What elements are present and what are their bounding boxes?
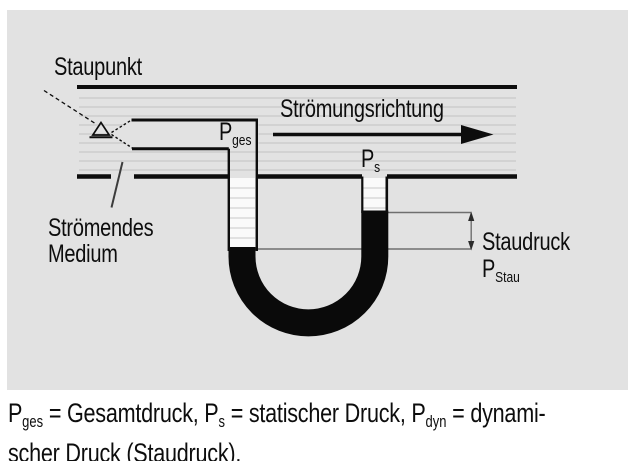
channel-walls [77,85,517,179]
figure-caption: Pges = Gesamtdruck, Ps = statischer Druc… [8,398,546,461]
dimension-arrow-down-icon [468,241,475,251]
stroemendes-line: Strömendes [48,214,154,242]
label-stroemendes-medium: Strömendes Medium [48,214,154,268]
p-s-sub: s [374,158,381,176]
label-stroemungsrichtung: Strömungsrichtung [280,95,444,123]
p-stau-base: P [482,255,496,283]
label-staudruck: Staudruck PStau [482,229,570,291]
probe-nose-lower [111,133,134,150]
caption-line-1: Pges = Gesamtdruck, Ps = statischer Druc… [8,398,546,432]
p-stau-sub: Stau [495,268,520,286]
label-p-ges: Pges [219,119,251,154]
probe-interior [111,119,259,150]
caption-line-2: scher Druck (Staudruck). [8,438,242,461]
p-s-base: P [361,145,375,173]
pitot-probe-outline [111,118,258,251]
medium-leader [110,161,124,208]
manometer-left-column [229,178,255,248]
manometer-right-column [363,178,387,211]
staupunkt-leader [43,89,113,139]
dimension-arrow-up-icon [468,211,475,221]
label-staupunkt: Staupunkt [54,53,142,81]
probe-nose-upper [111,119,132,134]
stagnation-point-marker-icon [91,120,111,136]
staudruck-line: Staudruck [482,228,570,256]
medium-line: Medium [48,240,118,268]
manometer-fluid [228,210,389,337]
flow-arrow-icon [273,125,494,144]
p-ges-base: P [219,118,233,146]
p-stau-line: PStau [482,256,570,291]
p-ges-sub: ges [232,131,252,149]
static-tap-walls [361,176,389,213]
label-p-s: Ps [361,146,380,181]
